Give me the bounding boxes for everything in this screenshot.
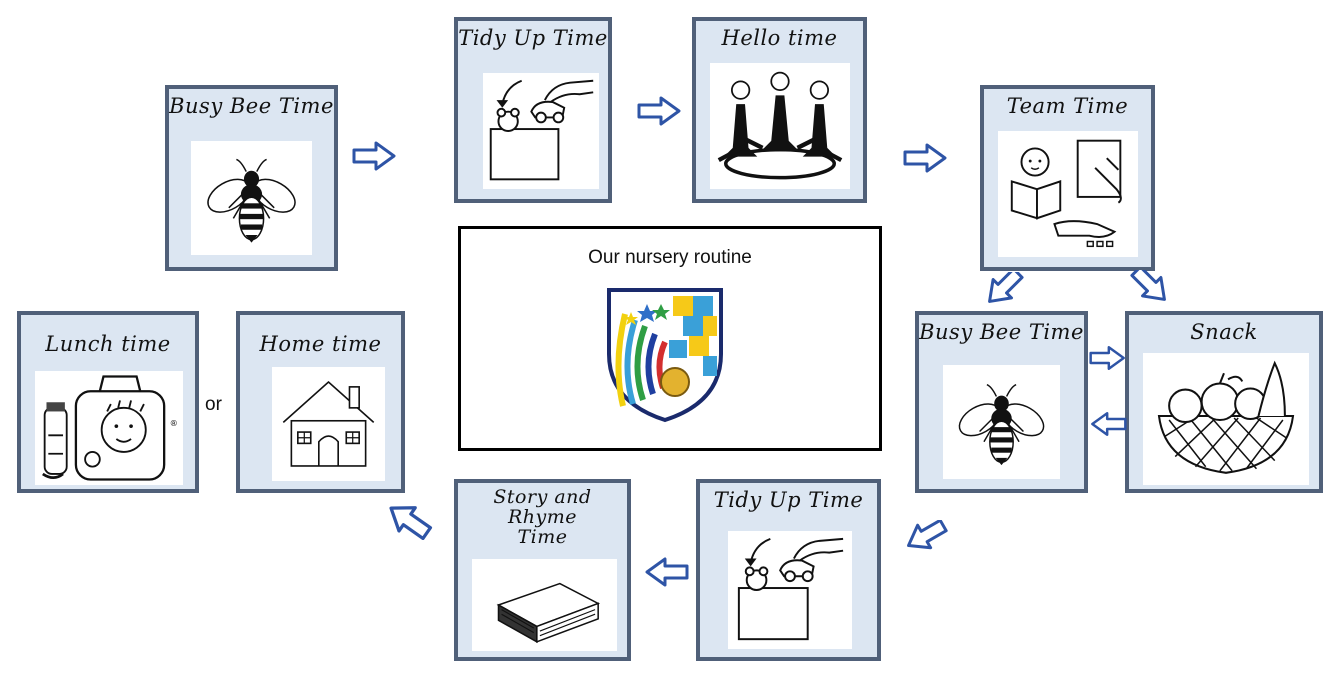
card-busy-bee-time-afternoon: Busy Bee Time — [915, 311, 1088, 493]
card-lunch-time: Lunch time — [17, 311, 199, 493]
card-title: Busy Bee Time — [919, 320, 1084, 344]
card-team-time: Team Time — [980, 85, 1155, 271]
school-shield-logo — [603, 284, 727, 424]
team-work-icon — [998, 131, 1138, 257]
card-story-and-rhyme-time: Story and Rhyme Time — [454, 479, 631, 661]
tidy-up-icon — [728, 531, 852, 649]
card-title: Snack — [1190, 320, 1258, 344]
arrow-right-icon — [637, 96, 681, 126]
card-title: Busy Bee Time — [169, 94, 334, 118]
card-title: Hello time — [721, 26, 838, 50]
card-snack: Snack — [1125, 311, 1323, 493]
arrow-right-icon — [903, 143, 947, 173]
or-label: or — [205, 394, 222, 415]
arrow-left-icon — [645, 557, 689, 587]
card-title: Team Time — [1006, 94, 1129, 118]
card-home-time: Home time — [236, 311, 405, 493]
card-tidy-up-time-afternoon: Tidy Up Time — [696, 479, 881, 661]
lunch-box-icon — [35, 371, 183, 485]
arrow-left-icon — [1091, 412, 1127, 436]
circle-time-icon — [710, 63, 850, 189]
arrow-down-left-icon — [900, 520, 950, 552]
book-icon — [472, 559, 617, 651]
arrow-right-icon — [352, 141, 396, 171]
bee-icon — [943, 365, 1060, 479]
card-title: Story and Rhyme Time — [493, 486, 592, 548]
card-hello-time: Hello time — [692, 17, 867, 203]
card-title: Tidy Up Time — [458, 26, 608, 50]
card-busy-bee-time-morning: Busy Bee Time — [165, 85, 338, 271]
page-title: Our nursery routine — [588, 247, 752, 268]
arrow-down-right-icon — [1128, 270, 1174, 302]
tidy-up-icon — [483, 73, 599, 189]
arrow-down-left-icon — [980, 272, 1026, 304]
card-title: Home time — [259, 332, 382, 356]
bee-icon — [191, 141, 312, 255]
fruit-basket-icon — [1143, 353, 1309, 485]
arrow-right-icon — [1089, 346, 1125, 370]
card-title: Tidy Up Time — [713, 488, 864, 512]
routine-title-box: Our nursery routine — [458, 226, 882, 451]
house-icon — [272, 367, 385, 481]
arrow-up-left-icon — [383, 500, 433, 540]
card-title: Lunch time — [45, 332, 171, 356]
card-tidy-up-time-morning: Tidy Up Time — [454, 17, 612, 203]
